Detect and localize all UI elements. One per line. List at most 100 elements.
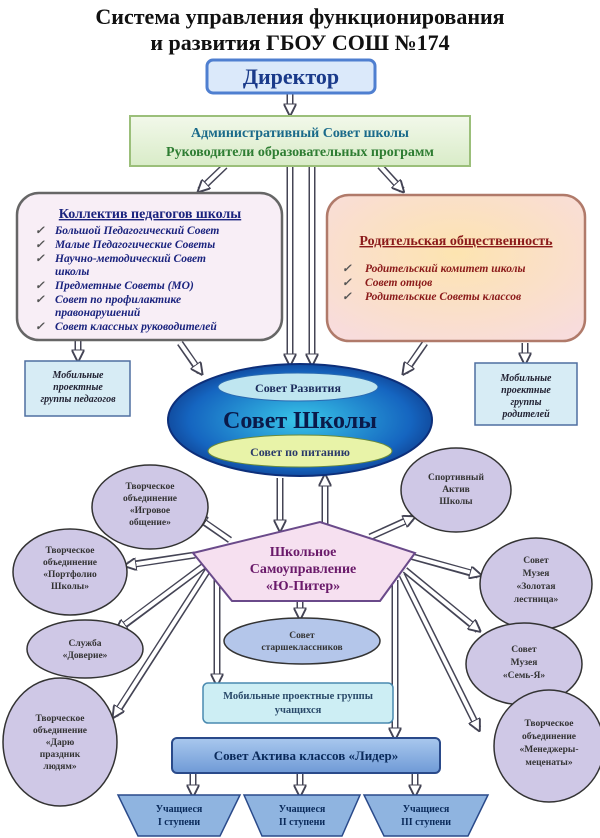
arrow xyxy=(200,163,228,190)
oval-line: Творческое xyxy=(36,714,85,724)
oval-line: Служба xyxy=(68,638,101,649)
parents-item: Родительский комитет школы xyxy=(365,262,526,275)
oval-portfolio[interactable]: Творческое объединение «Портфолио Школы» xyxy=(12,528,128,616)
oval-holiday[interactable]: Творческое объединение «Дарю праздник лю… xyxy=(2,677,118,807)
senior-council-line: Совет xyxy=(289,631,315,641)
mobile-parents-line: группы xyxy=(510,397,541,408)
oval-line: «Дарю xyxy=(46,738,75,748)
students-line: II ступени xyxy=(279,817,325,828)
oval-line: Школы xyxy=(439,497,473,507)
oval-game-communication[interactable]: Творческое объединение «Игровое общение» xyxy=(91,464,209,550)
admin-council-box[interactable]: Административный Совет школы Руководител… xyxy=(129,115,471,167)
oval-line: общение» xyxy=(129,517,171,528)
arrow xyxy=(368,518,412,541)
admin-council-line-2: Руководители образовательных программ xyxy=(166,145,434,160)
teachers-item: Большой Педагогический Совет xyxy=(54,224,219,237)
oval-line: «Семь-Я» xyxy=(503,671,545,681)
arrow xyxy=(405,341,428,372)
admin-council-line-1: Административный Совет школы xyxy=(191,126,409,141)
title-line-2: и развития ГБОУ СОШ №174 xyxy=(150,30,449,55)
check-icon: ✓ xyxy=(35,294,45,306)
oval-line: Творческое xyxy=(126,482,175,492)
oval-line: объединение xyxy=(43,557,97,568)
self-government-line: Школьное xyxy=(270,545,337,560)
students-line: I ступени xyxy=(158,817,201,828)
senior-council-line: старшеклассников xyxy=(261,643,342,653)
leader-council-label: Совет Актива классов «Лидер» xyxy=(214,748,399,763)
oval-line: Совет xyxy=(511,645,537,655)
oval-line: объединение xyxy=(123,493,177,504)
oval-line: людям» xyxy=(43,762,76,772)
check-icon: ✓ xyxy=(342,277,352,289)
mobile-students-line: Мобильные проектные группы xyxy=(223,691,373,702)
oval-line: «Менеджеры- xyxy=(519,745,578,755)
oval-line: «Портфолио xyxy=(43,569,97,580)
students-level-2[interactable]: Учащиеся II ступени xyxy=(242,794,362,837)
arrow xyxy=(118,562,208,630)
oval-line: Школы» xyxy=(51,582,89,592)
teachers-item: Научно-методический Совет xyxy=(54,252,206,265)
teachers-item: Малые Педагогические Советы xyxy=(54,239,215,251)
oval-line: Творческое xyxy=(46,546,95,556)
parents-item: Совет отцов xyxy=(365,277,432,289)
mobile-parents-box[interactable]: Мобильные проектные группы родителей xyxy=(474,362,578,426)
students-line: Учащиеся xyxy=(156,804,203,815)
mobile-parents-line: проектные xyxy=(501,385,551,396)
students-line: III ступени xyxy=(401,817,451,828)
school-council-title: Совет Школы xyxy=(223,408,377,434)
mobile-teachers-line: группы педагогов xyxy=(40,394,116,405)
oval-line: объединение xyxy=(33,725,87,736)
oval-sports[interactable]: Спортивный Актив Школы xyxy=(400,447,512,533)
oval-line: Спортивный xyxy=(428,472,484,483)
oval-line: праздник xyxy=(40,750,81,760)
senior-council-oval[interactable]: Совет старшеклассников xyxy=(223,617,381,665)
title-line-1: Система управления функционирования xyxy=(95,4,504,29)
teachers-item: Предметные Советы (МО) xyxy=(54,280,194,292)
self-government-line: «Ю-Питер» xyxy=(266,579,340,594)
mobile-students-box[interactable]: Мобильные проектные группы учащихся xyxy=(202,682,394,724)
self-government-pentagon[interactable]: Школьное Самоуправление «Ю-Питер» xyxy=(191,520,417,602)
arrow xyxy=(115,568,211,715)
arrow xyxy=(398,573,482,728)
check-icon: ✓ xyxy=(342,263,352,275)
teachers-item: Совет по профилактике xyxy=(55,294,181,306)
parents-item: Родительские Советы классов xyxy=(365,291,521,303)
director-label: Директор xyxy=(243,64,339,89)
students-level-3[interactable]: Учащиеся III ступени xyxy=(362,794,490,837)
nutrition-council-label: Совет по питанию xyxy=(250,445,350,459)
mobile-teachers-box[interactable]: Мобильные проектные группы педагогов xyxy=(24,360,131,417)
arrow xyxy=(377,163,402,190)
check-icon: ✓ xyxy=(35,239,45,251)
mobile-students-line: учащихся xyxy=(275,705,322,716)
oval-line: Совет xyxy=(523,556,549,566)
check-icon: ✓ xyxy=(35,321,45,333)
oval-line: Музея xyxy=(523,569,550,579)
oval-line: меценаты» xyxy=(525,758,572,768)
school-council[interactable]: Совет Развития Совет Школы Совет по пита… xyxy=(167,363,433,477)
mobile-parents-line: Мобильные xyxy=(500,373,552,384)
oval-line: объединение xyxy=(522,731,576,742)
parents-heading: Родительская общественность xyxy=(359,234,553,249)
students-line: Учащиеся xyxy=(403,804,450,815)
teachers-box[interactable]: Коллектив педагогов школы ✓ Большой Педа… xyxy=(15,191,284,342)
self-government-line: Самоуправление xyxy=(250,562,357,577)
teachers-item: правонарушений xyxy=(55,306,141,319)
arrow xyxy=(402,567,478,630)
check-icon: ✓ xyxy=(35,280,45,292)
development-council-label: Совет Развития xyxy=(255,381,341,395)
teachers-item: Совет классных руководителей xyxy=(55,320,217,333)
oval-trust-service[interactable]: Служба «Доверие» xyxy=(26,619,144,679)
check-icon: ✓ xyxy=(35,253,45,265)
director-box[interactable]: Директор xyxy=(205,58,377,95)
arrow xyxy=(177,341,200,372)
students-level-1[interactable]: Учащиеся I ступени xyxy=(116,794,242,837)
parents-box[interactable]: Родительская общественность ✓ Родительск… xyxy=(325,193,587,343)
mobile-teachers-line: Мобильные xyxy=(52,370,104,381)
teachers-item: школы xyxy=(55,266,89,278)
oval-golden-ladder[interactable]: Совет Музея «Золотая лестница» xyxy=(479,537,593,631)
oval-managers[interactable]: Творческое объединение «Менеджеры- мецен… xyxy=(493,689,600,803)
check-icon: ✓ xyxy=(35,225,45,237)
leader-council-box[interactable]: Совет Актива классов «Лидер» xyxy=(171,737,441,774)
oval-line: «Игровое xyxy=(130,506,170,516)
